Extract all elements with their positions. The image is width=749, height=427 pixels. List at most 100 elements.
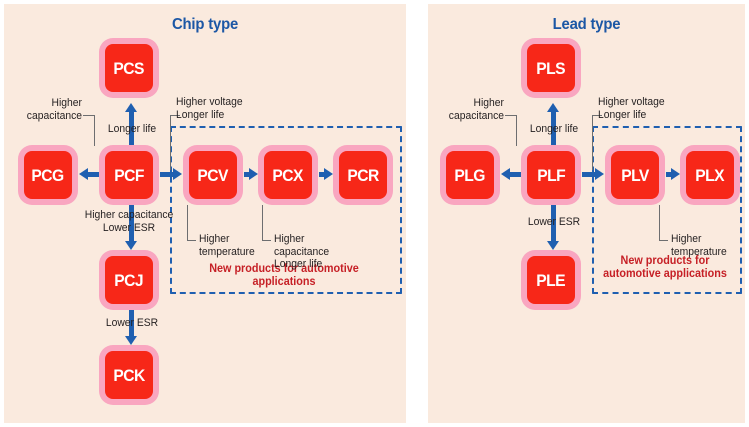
leader-pcv-horizontal [170,115,180,116]
arrow-plf-to-plv [582,168,604,181]
note-chip-higher-temperature: Higher temperature [199,233,255,258]
arrow-head-down-icon [125,336,137,345]
panel-lead-title: Lead type [552,16,621,33]
arrow-pcf-to-pcv [160,168,182,181]
arrow-head-right-icon [324,168,333,180]
arrow-head-right-icon [173,168,182,180]
arrow-shaft [160,172,174,177]
leader-plv-horizontal [592,115,602,116]
note-chip-longer-life: Longer life [107,123,157,135]
box-pcg[interactable]: PCG [18,145,78,205]
box-pcx-label: PCX [272,165,304,185]
leader-plx-horizontal [659,240,668,241]
note-chip-lower-esr: Lower ESR [105,317,159,329]
box-plv-label: PLV [621,165,649,185]
arrow-plv-to-plx [666,168,680,181]
arrow-shaft [582,172,596,177]
arrow-shaft [666,172,672,177]
box-pck-inner: PCK [105,351,153,399]
panel-chip-type: Chip type New products for automotive ap… [4,4,406,423]
note-lead-lower-esr: Lower ESR [527,216,581,228]
arrow-shaft [87,172,99,177]
box-pck-label: PCK [113,365,145,385]
lead-new-products-dashed-box [592,126,742,294]
leader-pcr-horizontal [262,240,271,241]
box-pls-inner: PLS [527,44,575,92]
box-pcs[interactable]: PCS [99,38,159,98]
arrow-head-up-icon [125,103,137,112]
arrow-head-right-icon [595,168,604,180]
box-pcx[interactable]: PCX [258,145,318,205]
box-pls[interactable]: PLS [521,38,581,98]
note-lead-higher-temperature: Higher temperature [671,233,727,258]
note-lead-longer-life: Longer life [529,123,579,135]
box-pcj-inner: PCJ [105,256,153,304]
note-chip-higher-capacitance-lower-esr: Higher capacitance Lower ESR [84,209,174,234]
box-plx-label: PLX [695,165,725,185]
box-plg-label: PLG [454,165,486,185]
leader-pcg-horizontal [83,115,95,116]
box-plx-inner: PLX [686,151,734,199]
box-ple-inner: PLE [527,256,575,304]
box-pcg-label: PCG [31,165,65,185]
box-plf[interactable]: PLF [521,145,581,205]
box-pcs-inner: PCS [105,44,153,92]
box-pcj[interactable]: PCJ [99,250,159,310]
box-pcg-inner: PCG [24,151,72,199]
arrow-head-down-icon [547,241,559,250]
panel-chip-title: Chip type [171,16,239,33]
leader-pcx-horizontal [187,240,196,241]
box-pcx-inner: PCX [264,151,312,199]
note-chip-higher-voltage-longer-life: Higher voltage Longer life [176,96,243,121]
box-pcf[interactable]: PCF [99,145,159,205]
arrow-head-left-icon [501,168,510,180]
arrow-head-left-icon [79,168,88,180]
box-plx[interactable]: PLX [680,145,740,205]
leader-pcv-vertical [170,115,171,170]
arrow-plf-to-ple [547,205,560,250]
leader-plx-vertical [659,205,660,240]
box-pls-label: PLS [536,58,566,78]
arrow-shaft [129,310,134,337]
box-plf-inner: PLF [527,151,575,199]
chip-new-products-dashed-box [170,126,402,294]
arrow-plf-to-pls [547,103,560,145]
box-pcv-label: PCV [197,165,229,185]
box-plg-inner: PLG [446,151,494,199]
leader-plg-horizontal [505,115,517,116]
box-pcs-label: PCS [113,58,145,78]
arrow-shaft [129,111,134,145]
note-lead-higher-capacitance: Higher capacitance [448,97,504,122]
box-pcr-inner: PCR [339,151,387,199]
note-chip-higher-capacitance-longer-life: Higher capacitance Longer life [274,233,330,270]
leader-plg-vertical [516,115,517,146]
note-chip-higher-capacitance: Higher capacitance [26,97,82,122]
arrow-head-up-icon [547,103,559,112]
panel-lead-type: Lead type New products for automotive ap… [428,4,745,423]
arrow-shaft [244,172,250,177]
box-pcf-label: PCF [114,165,144,185]
arrow-shaft [319,172,325,177]
box-plv-inner: PLV [611,151,659,199]
lead-new-products-label: New products for automotive applications [603,255,727,280]
chip-new-products-label: New products for automotive applications [209,263,359,288]
box-plv[interactable]: PLV [605,145,665,205]
box-ple[interactable]: PLE [521,250,581,310]
box-pcv[interactable]: PCV [183,145,243,205]
arrow-shaft [129,205,134,242]
box-pcr[interactable]: PCR [333,145,393,205]
arrow-pcf-to-pcg [79,168,99,181]
box-plf-label: PLF [537,165,565,185]
arrow-pcf-to-pcj [125,205,138,250]
leader-pcg-vertical [94,115,95,146]
box-pcr-label: PCR [347,165,379,185]
box-pck[interactable]: PCK [99,345,159,405]
arrow-head-right-icon [249,168,258,180]
box-pcf-inner: PCF [105,151,153,199]
arrow-plf-to-plg [501,168,521,181]
box-plg[interactable]: PLG [440,145,500,205]
note-lead-higher-voltage-longer-life: Higher voltage Longer life [598,96,665,121]
arrow-head-right-icon [671,168,680,180]
box-pcv-inner: PCV [189,151,237,199]
